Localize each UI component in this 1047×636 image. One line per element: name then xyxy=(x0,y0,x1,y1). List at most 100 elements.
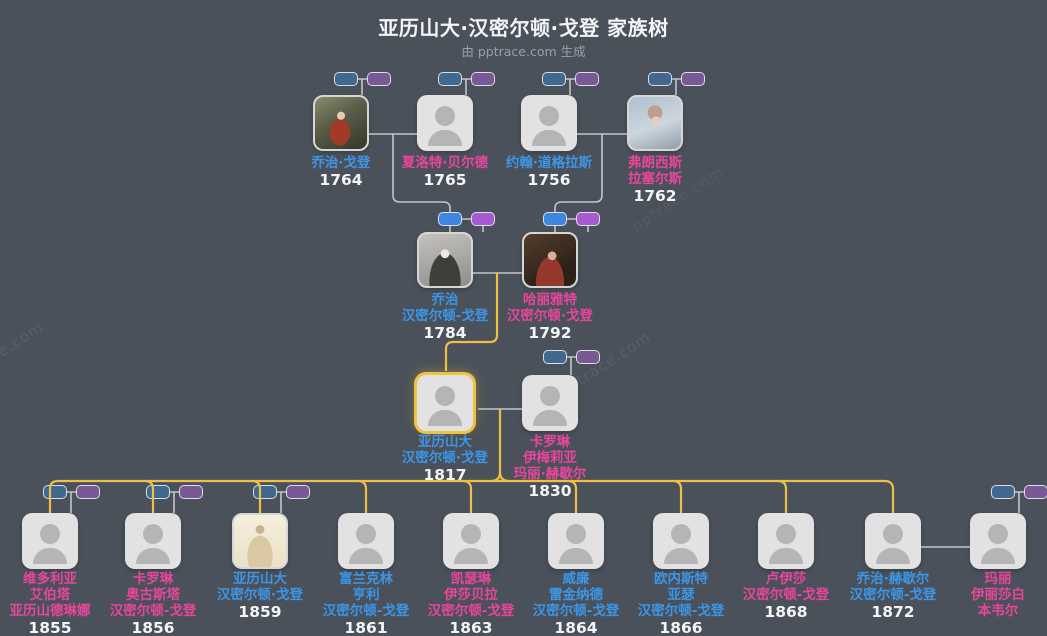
generator-credit: 由 pptrace.com 生成 xyxy=(461,44,586,59)
person-name-line: 夏洛特·贝尔德 xyxy=(401,155,489,171)
female-node-pill[interactable] xyxy=(179,485,203,499)
female-node-pill[interactable] xyxy=(576,212,600,226)
person-card-portrait[interactable] xyxy=(627,95,683,151)
birth-year: 1765 xyxy=(423,171,467,189)
person-name-line: 弗朗西斯 xyxy=(628,155,682,171)
person-card[interactable] xyxy=(22,513,78,569)
female-node-pill[interactable] xyxy=(471,72,495,86)
avatar-placeholder-icon xyxy=(533,410,567,426)
male-node-pill[interactable] xyxy=(438,212,462,226)
avatar-placeholder-icon xyxy=(461,524,481,544)
mini-couple-nodes xyxy=(543,212,600,226)
male-node-pill[interactable] xyxy=(253,485,277,499)
female-node-pill[interactable] xyxy=(471,212,495,226)
person-card[interactable] xyxy=(970,513,1026,569)
person-card[interactable] xyxy=(521,95,577,151)
mini-couple-nodes xyxy=(543,350,600,364)
male-node-pill[interactable] xyxy=(543,350,567,364)
person-name-line: 凯瑟琳 xyxy=(450,571,492,587)
person-name-line: 哈丽雅特 xyxy=(522,292,577,308)
person-card[interactable] xyxy=(522,375,578,431)
female-node-pill[interactable] xyxy=(1024,485,1047,499)
person-card[interactable] xyxy=(653,513,709,569)
birth-year: 1859 xyxy=(238,603,282,621)
person-name-line: 约翰·道格拉斯 xyxy=(505,155,593,171)
female-node-pill[interactable] xyxy=(681,72,705,86)
person-name-line: 伊莎贝拉 xyxy=(443,587,498,603)
person-name-line: 卡罗琳 xyxy=(529,434,571,450)
birth-year: 1868 xyxy=(764,603,808,621)
birth-year: 1855 xyxy=(28,619,72,636)
avatar-placeholder-icon xyxy=(981,548,1015,564)
birth-year: 1817 xyxy=(423,466,467,484)
birth-year: 1756 xyxy=(527,171,571,189)
birth-year: 1764 xyxy=(319,171,363,189)
male-node-pill[interactable] xyxy=(648,72,672,86)
person-name-line: 拉塞尔斯 xyxy=(628,171,682,187)
avatar-placeholder-icon xyxy=(883,524,903,544)
female-node-pill[interactable] xyxy=(576,350,600,364)
male-node-pill[interactable] xyxy=(543,212,567,226)
person-card-highlighted[interactable] xyxy=(414,372,476,434)
person-card-portrait[interactable] xyxy=(313,95,369,151)
avatar-placeholder-icon xyxy=(876,548,910,564)
person-card[interactable] xyxy=(417,95,473,151)
birth-year: 1863 xyxy=(449,619,493,636)
person-name-line: 欧内斯特 xyxy=(653,571,708,587)
person-name-line: 维多利亚 xyxy=(23,571,77,587)
person-card[interactable] xyxy=(548,513,604,569)
person-card[interactable] xyxy=(443,513,499,569)
person-name-line: 汉密尔顿·戈登 xyxy=(506,308,594,324)
person-card[interactable] xyxy=(865,513,921,569)
person-name-line: 汉密尔顿-戈登 xyxy=(532,603,620,619)
watermark: pptrace.com xyxy=(0,317,47,391)
female-node-pill[interactable] xyxy=(575,72,599,86)
person-name-line: 乔治·戈登 xyxy=(311,155,371,171)
avatar-placeholder-icon xyxy=(532,130,566,146)
male-node-pill[interactable] xyxy=(991,485,1015,499)
person-name-line: 亚瑟 xyxy=(667,587,695,603)
female-node-pill[interactable] xyxy=(286,485,310,499)
person-card[interactable] xyxy=(758,513,814,569)
person-card-portrait[interactable] xyxy=(522,232,578,288)
person-name-line: 卢伊莎 xyxy=(765,571,807,587)
person-name-line: 雷金纳德 xyxy=(548,587,603,603)
person-name-line: 乔治 xyxy=(431,292,459,308)
person-card[interactable] xyxy=(125,513,181,569)
birth-year: 1856 xyxy=(131,619,175,636)
female-node-pill[interactable] xyxy=(76,485,100,499)
person-name-line: 汉密尔顿-戈登 xyxy=(637,603,725,619)
avatar-placeholder-icon xyxy=(988,524,1008,544)
avatar-placeholder-icon xyxy=(143,524,163,544)
person-name-line: 汉密尔顿-戈登 xyxy=(742,587,830,603)
female-node-pill[interactable] xyxy=(367,72,391,86)
mini-couple-nodes xyxy=(542,72,599,86)
male-node-pill[interactable] xyxy=(43,485,67,499)
avatar-placeholder-icon xyxy=(776,524,796,544)
birth-year: 1830 xyxy=(528,482,572,500)
avatar-placeholder-icon xyxy=(428,410,462,426)
avatar-placeholder-icon xyxy=(435,106,455,126)
male-node-pill[interactable] xyxy=(334,72,358,86)
birth-year: 1762 xyxy=(633,187,677,205)
avatar-placeholder-icon xyxy=(540,386,560,406)
avatar-placeholder-icon xyxy=(559,548,593,564)
person-name-line: 伊梅莉亚 xyxy=(522,450,577,466)
person-card-portrait[interactable] xyxy=(417,232,473,288)
avatar-placeholder-icon xyxy=(539,106,559,126)
male-node-pill[interactable] xyxy=(438,72,462,86)
birth-year: 1792 xyxy=(528,324,572,342)
person-card[interactable] xyxy=(338,513,394,569)
male-node-pill[interactable] xyxy=(146,485,170,499)
person-card-portrait[interactable] xyxy=(232,513,288,569)
person-name-line: 奥古斯塔 xyxy=(125,587,180,603)
avatar-placeholder-icon xyxy=(428,130,462,146)
male-node-pill[interactable] xyxy=(542,72,566,86)
avatar-placeholder-icon xyxy=(664,548,698,564)
